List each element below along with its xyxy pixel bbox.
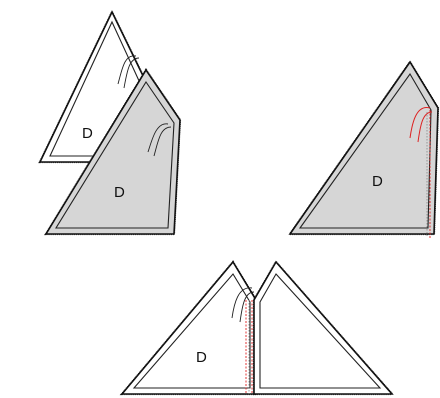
step3-right-piece [252,260,395,396]
piece-label-step1-back: D [82,125,93,142]
step1-front-piece: D [44,67,182,236]
piece-label-step2: D [372,173,383,190]
thread-tail-step3-icon [231,287,253,319]
thread-red-icon [409,107,431,139]
step2-group: D [287,59,440,238]
thread-tail-icon [117,55,137,85]
step1-group: D D [38,9,182,236]
step3-group: D [119,260,395,396]
piece-label-step3: D [196,349,207,366]
piece-label-step1-front: D [114,184,125,201]
step3-left-piece: D [119,260,258,396]
